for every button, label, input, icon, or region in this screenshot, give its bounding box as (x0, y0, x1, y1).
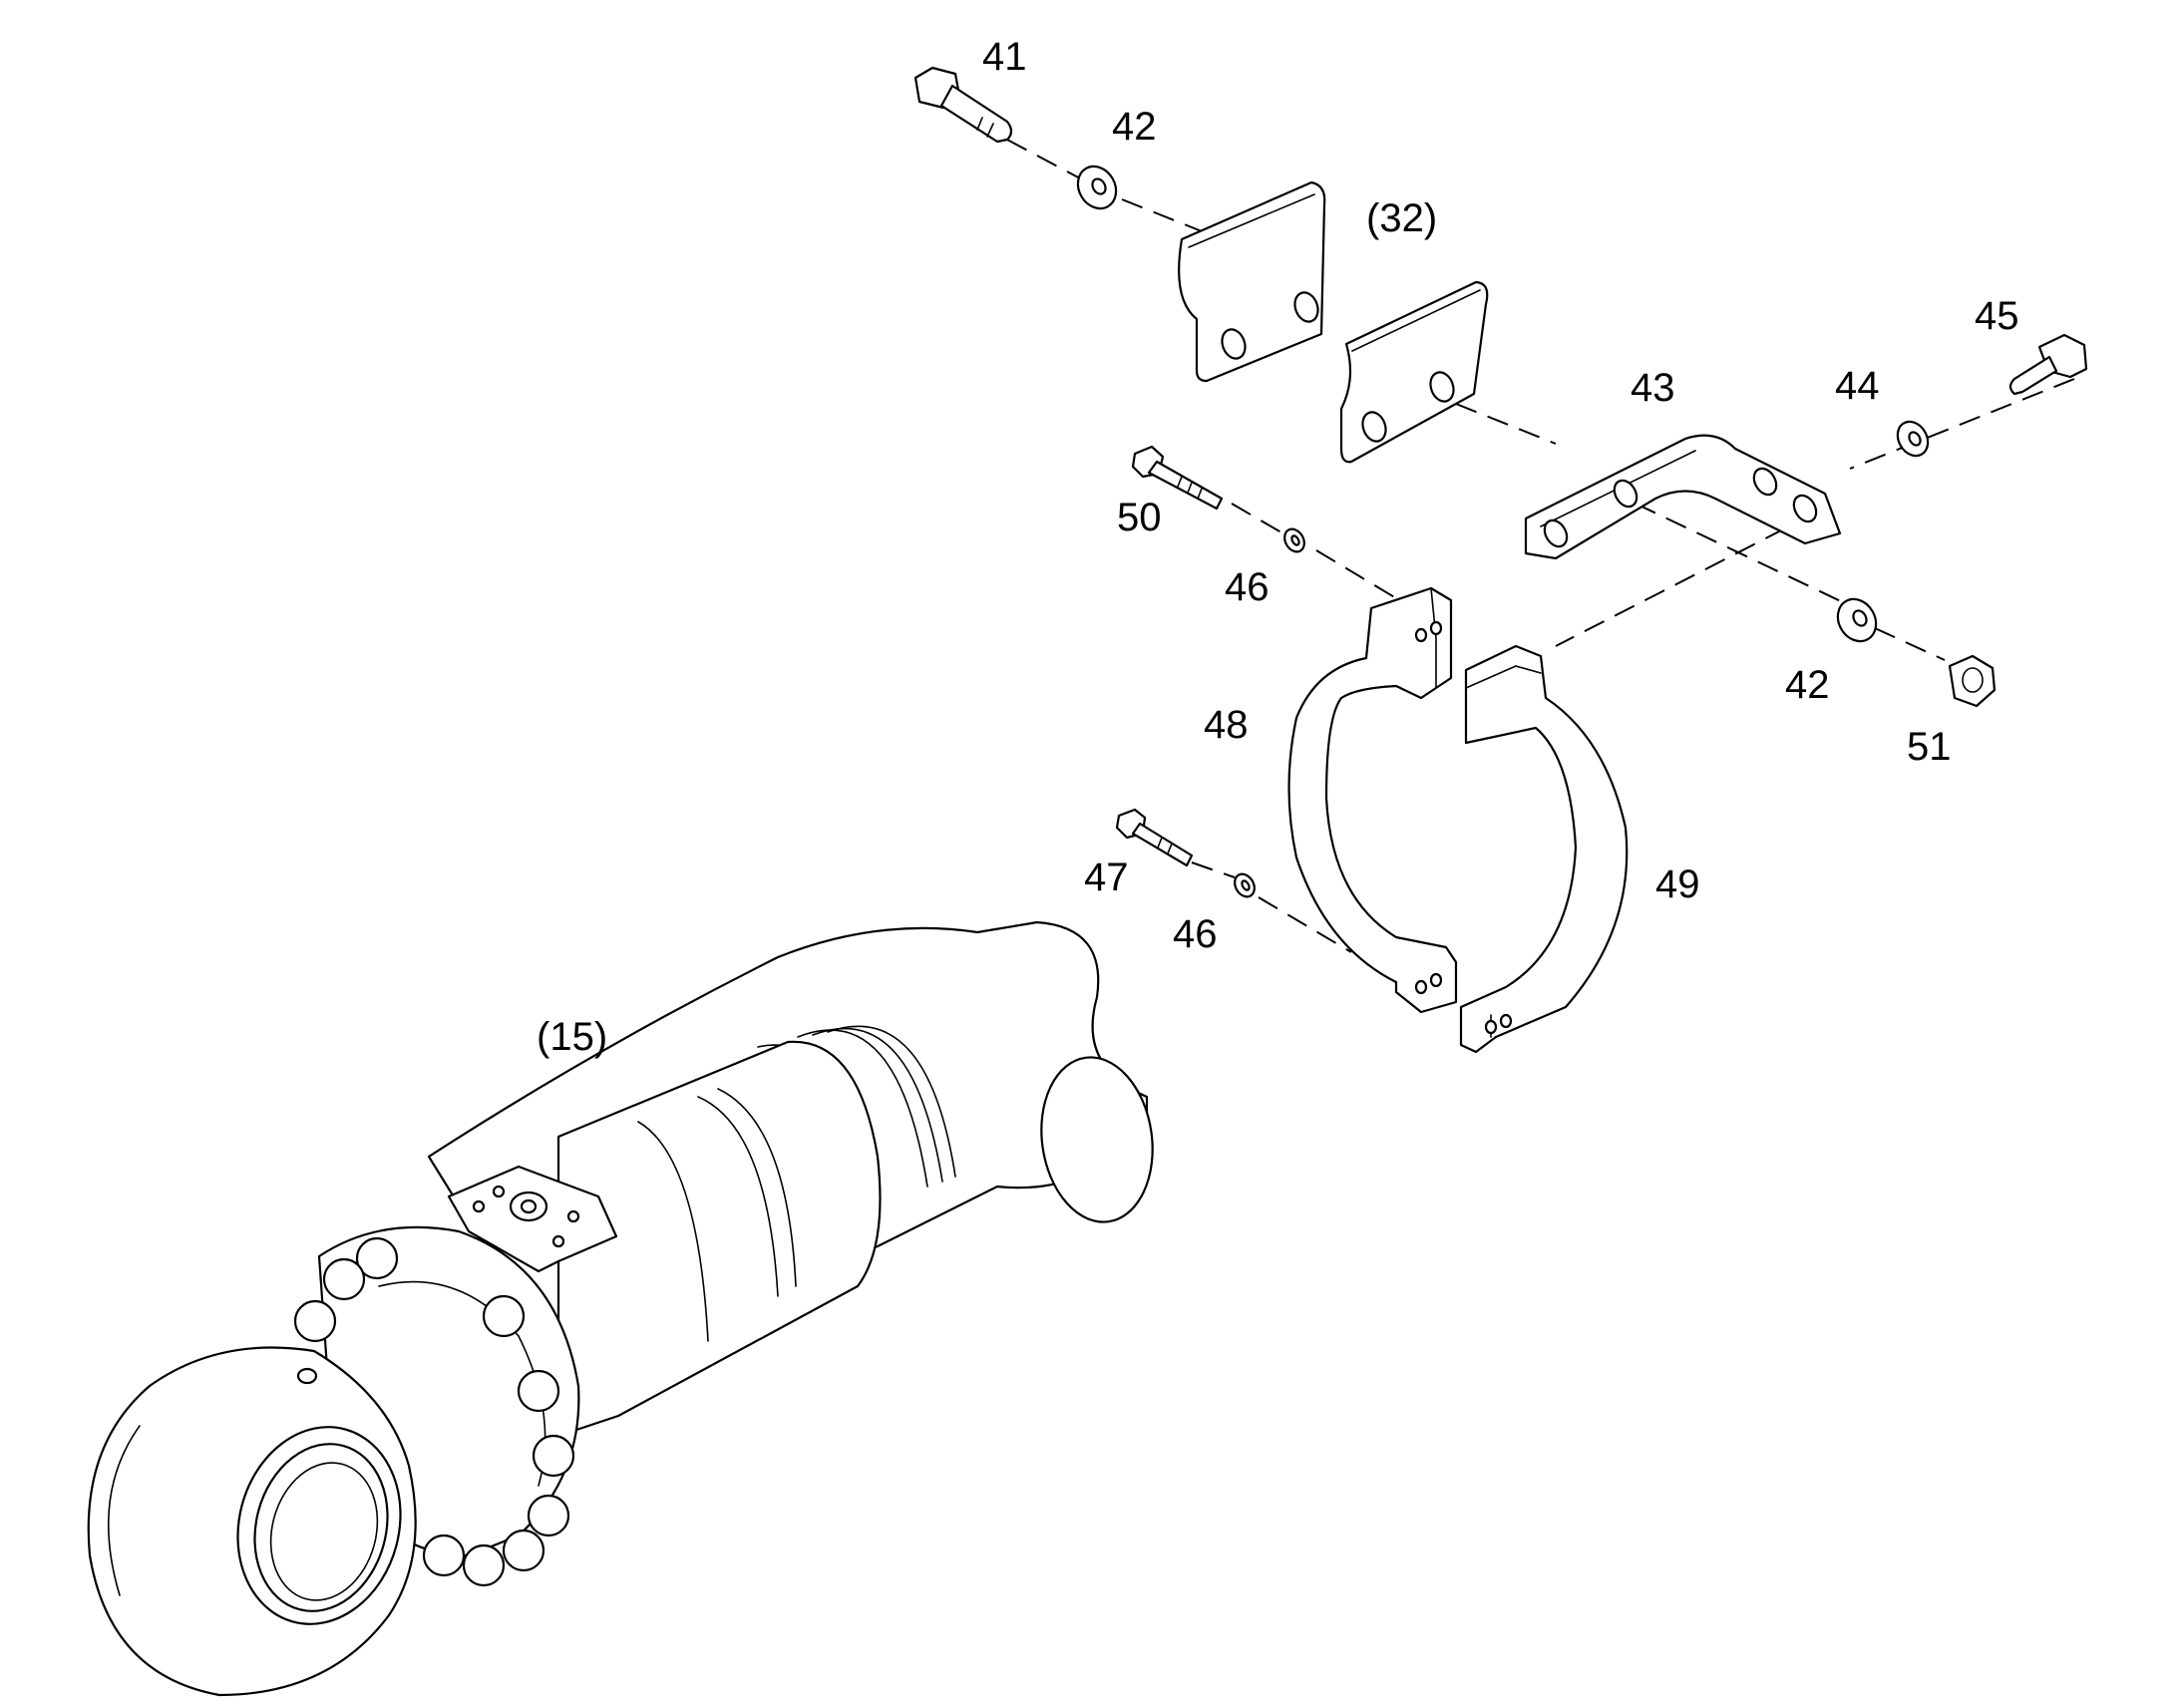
callout-42-top: 42 (1112, 105, 1157, 149)
callout-15: (15) (537, 1015, 607, 1059)
bracket-43 (1524, 434, 1842, 560)
bolt-41 (913, 66, 1013, 144)
callout-48: 48 (1204, 703, 1249, 747)
nut-51 (1948, 654, 1997, 708)
callout-42-lower: 42 (1785, 663, 1830, 707)
washer-44 (1896, 420, 1930, 458)
callout-49: 49 (1655, 862, 1700, 906)
mounting-plate-32-back (1339, 280, 1489, 464)
screw-50 (1131, 445, 1224, 511)
clamp-half-49 (1459, 644, 1629, 1054)
callout-51: 51 (1907, 725, 1952, 769)
callout-44: 44 (1835, 364, 1880, 408)
washer-46-lower (1234, 872, 1256, 898)
callout-46-lower: 46 (1173, 912, 1218, 956)
callout-46-upper: 46 (1225, 565, 1270, 609)
washer-46-upper (1283, 527, 1305, 553)
bolt-45 (2008, 333, 2088, 396)
callout-41: 41 (982, 35, 1027, 79)
callout-50: 50 (1117, 496, 1162, 539)
flange-bolt-heads (293, 1236, 575, 1587)
callout-45: 45 (1975, 294, 2019, 338)
clamp-half-48 (1287, 586, 1458, 1014)
callout-labels: 41 42 (32) 45 43 44 50 46 48 42 51 47 46… (537, 35, 2019, 1059)
assembly-leader-lines (1006, 139, 2075, 953)
screw-47 (1115, 808, 1194, 867)
washer-42-top (1076, 165, 1118, 210)
callout-43: 43 (1631, 366, 1675, 410)
callout-47: 47 (1084, 855, 1129, 899)
hydraulic-cylinder-15 (87, 920, 1154, 1697)
washer-42-lower (1836, 597, 1878, 643)
mounting-plate-32-front (1178, 180, 1326, 383)
callout-32: (32) (1366, 196, 1437, 240)
